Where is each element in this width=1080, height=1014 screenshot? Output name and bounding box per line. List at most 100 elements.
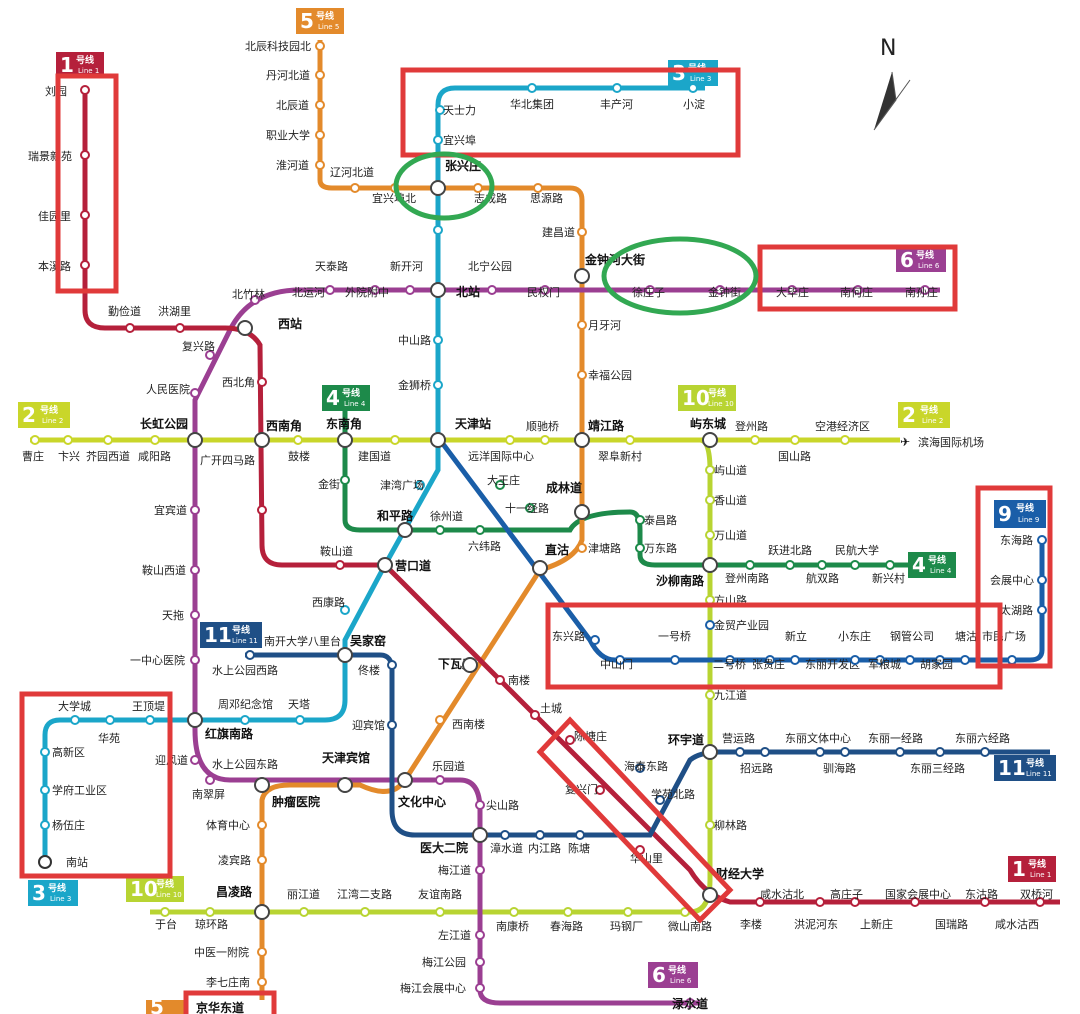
station-label: 北辰科技园北 xyxy=(245,39,311,53)
line-2-stations: 曹庄 卞兴 芥园西道 咸阳路 长虹公园 广开四马路 西南角 鼓楼 东南角 建国道… xyxy=(22,416,984,467)
line-badge-3-bottom: 3 号线 Line 3 xyxy=(28,880,78,906)
svg-text:Line 10: Line 10 xyxy=(708,400,734,408)
line-9-route xyxy=(438,438,1045,663)
station-label: 长虹公园 xyxy=(140,416,188,431)
station-label: 建国道 xyxy=(358,449,391,463)
station-label: 水上公园西路 xyxy=(212,664,278,677)
svg-text:Line 2: Line 2 xyxy=(922,417,943,425)
highlight-line-3-south xyxy=(19,691,173,879)
station-label: 招远路 xyxy=(740,761,773,775)
station-label: 淮河道 xyxy=(276,158,309,172)
line-6-route xyxy=(192,287,940,1006)
station-label: 佳园里 xyxy=(38,209,71,223)
station-label: 双桥河 xyxy=(1020,888,1053,901)
station-label: 沙柳南路 xyxy=(656,573,705,588)
station-label: 土城 xyxy=(540,702,562,715)
station-label: 新兴村 xyxy=(872,571,905,585)
station-label: 建昌道 xyxy=(542,225,575,239)
station-label: 天泰路 xyxy=(315,259,348,273)
station-label: 西站 xyxy=(278,316,302,331)
svg-text:号线: 号线 xyxy=(76,54,94,66)
station-label: 柳林路 xyxy=(714,818,747,832)
station-label: 洪湖里 xyxy=(158,304,191,318)
station-label: 成林道 xyxy=(546,480,582,495)
station-label: 华苑 xyxy=(98,731,120,745)
highlight-line-1-north xyxy=(55,73,119,294)
station-label: 丽江道 xyxy=(287,887,320,901)
station-label: 曹庄 xyxy=(22,449,44,463)
station-label: 塘沽 xyxy=(955,629,977,643)
station-label: 海泰东路 xyxy=(624,759,668,773)
station-label: 西北角 xyxy=(222,376,255,389)
svg-text:号线: 号线 xyxy=(48,882,66,894)
station-label: 鞍山西道 xyxy=(142,563,186,577)
svg-text:号线: 号线 xyxy=(232,624,250,636)
station-label: 屿东城 xyxy=(690,416,726,431)
line-11-route xyxy=(245,652,1050,838)
station-label: 医大二院 xyxy=(420,840,468,855)
station-label: 华北集团 xyxy=(510,97,554,111)
svg-text:1: 1 xyxy=(1012,857,1026,881)
station-label: 小淀 xyxy=(683,97,705,111)
svg-text:号线: 号线 xyxy=(40,404,58,416)
station-label: 咸阳路 xyxy=(138,450,171,463)
station-label: 幸福公园 xyxy=(588,368,632,382)
station-label: 复兴路 xyxy=(182,339,215,353)
highlight-boxes xyxy=(19,67,1053,1014)
station-label: 南开大学八里台 xyxy=(264,634,341,648)
svg-text:Line 3: Line 3 xyxy=(690,75,711,83)
svg-text:N: N xyxy=(880,36,896,61)
station-label: 职业大学 xyxy=(266,128,310,142)
station-label: 东丽三经路 xyxy=(910,762,965,775)
station-label: 天拖 xyxy=(162,608,184,622)
highlight-zhangxingzhuang xyxy=(393,151,495,221)
svg-text:号线: 号线 xyxy=(916,249,934,261)
station-label: 徐州道 xyxy=(430,509,463,523)
station-label: 吴家窑 xyxy=(350,633,386,648)
station-label: 金狮桥 xyxy=(398,378,431,392)
svg-text:10: 10 xyxy=(682,386,710,410)
station-label: 西南楼 xyxy=(452,717,485,731)
station-label: 中山门 xyxy=(600,657,633,671)
station-label: 空港经济区 xyxy=(815,419,870,433)
station-label: 琼环路 xyxy=(195,917,228,931)
svg-text:号线: 号线 xyxy=(928,554,946,566)
station-label: 东兴路 xyxy=(552,630,585,643)
station-label: 津湾广场 xyxy=(380,478,424,492)
line-badge-2-left: 2 号线 Line 2 xyxy=(18,402,70,428)
station-label: 西康路 xyxy=(312,595,345,609)
svg-text:Line 1: Line 1 xyxy=(78,67,99,75)
svg-text:Line 3: Line 3 xyxy=(50,895,71,903)
svg-text:4: 4 xyxy=(912,553,926,577)
station-label: 体育中心 xyxy=(206,818,250,832)
line-3-stations: 小淀 丰产河 华北集团 天士力 宜兴埠 张兴庄 北站 中山路 金狮桥 津湾广场 … xyxy=(38,83,705,869)
svg-text:2: 2 xyxy=(902,403,916,427)
station-label: 香山道 xyxy=(714,493,747,507)
station-label: 洪泥河东 xyxy=(794,917,838,931)
station-label: 津塘路 xyxy=(588,541,621,555)
station-label: 凌宾路 xyxy=(218,853,251,867)
station-label: 东丽六经路 xyxy=(955,732,1010,745)
station-label: 屿山道 xyxy=(714,463,747,477)
station-label: 文化中心 xyxy=(398,794,446,809)
station-label: 学苑北路 xyxy=(651,787,695,801)
svg-text:2: 2 xyxy=(22,403,36,427)
station-label: 九江道 xyxy=(714,688,747,702)
station-label: 友谊南路 xyxy=(418,887,462,901)
station-label: 北竹林 xyxy=(232,287,265,301)
station-label: 大学城 xyxy=(58,699,91,713)
highlight-ellipses xyxy=(393,151,759,316)
svg-text:号线: 号线 xyxy=(1016,502,1034,514)
station-label: 翠阜新村 xyxy=(598,449,642,463)
line-badge-5-bottom: 5 xyxy=(146,995,186,1014)
station-label: 宜兴埠 xyxy=(443,133,476,147)
station-label: 金钟街 xyxy=(708,285,741,299)
station-label: 瑞景新苑 xyxy=(28,149,72,163)
station-label: 中山路 xyxy=(398,334,431,347)
station-label: 大毕庄 xyxy=(776,285,809,299)
station-label: 春海路 xyxy=(550,919,583,933)
station-label: 财经大学 xyxy=(715,866,764,881)
station-label: 咸水沽西 xyxy=(995,918,1039,931)
station-label: 天津宾馆 xyxy=(322,750,370,765)
station-label: 中医一附院 xyxy=(194,945,249,959)
